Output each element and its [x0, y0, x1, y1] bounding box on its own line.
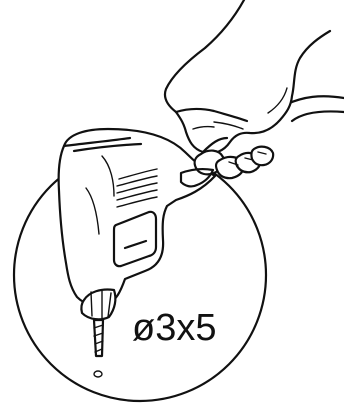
power-cable — [287, 96, 344, 104]
drill-body — [59, 129, 215, 306]
drill-hole-mark — [94, 371, 102, 377]
drill-bit — [94, 320, 103, 377]
finger-4 — [251, 147, 273, 166]
hand — [165, 0, 330, 178]
drill-size-label: ø3x5 — [132, 307, 216, 349]
power-cable-lower — [292, 111, 344, 121]
